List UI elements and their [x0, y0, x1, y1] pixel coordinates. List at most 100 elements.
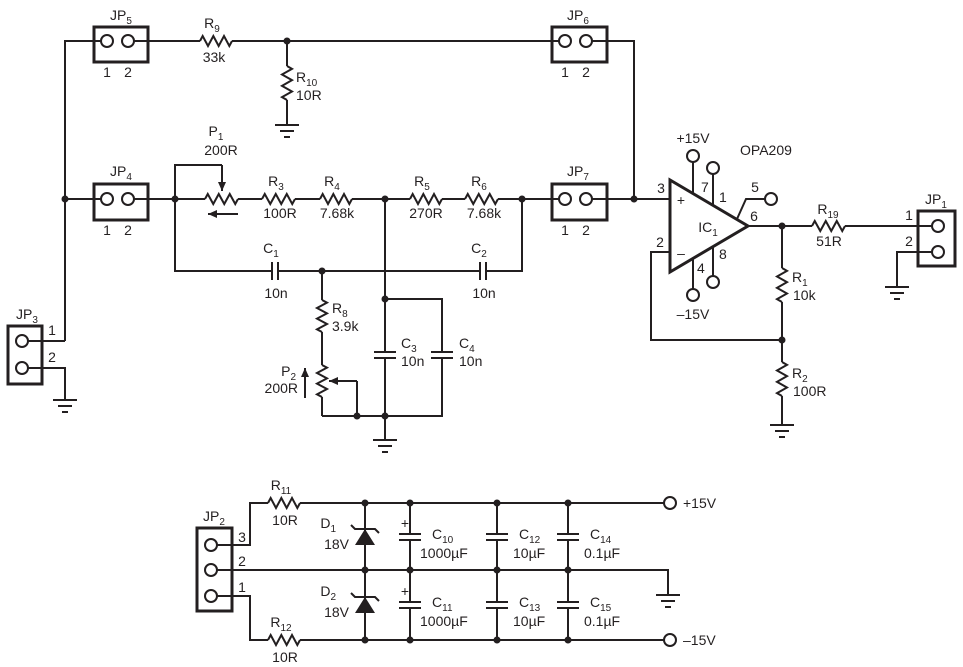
ground-icon [275, 124, 299, 138]
p2-label: P2 [281, 363, 296, 383]
c3-value: 10n [401, 353, 424, 369]
r4-label-letter: R [324, 173, 334, 189]
d2-label: D2 [320, 583, 336, 603]
jp3-label-subscript: 3 [32, 315, 38, 326]
c11-plus-sign: + [401, 583, 409, 599]
ground-icon [885, 286, 909, 300]
wire [650, 251, 782, 341]
r19-value: 51R [816, 233, 842, 249]
r11-label-letter: R [271, 477, 281, 493]
wire [896, 251, 932, 287]
jp7-pin2-label: 2 [582, 222, 590, 238]
jp5-label-subscript: 5 [126, 16, 132, 27]
r6-value: 7.68k [467, 205, 502, 221]
wire [486, 199, 523, 272]
c11-label-letter: C [432, 594, 442, 610]
supply-minus-terminal [686, 288, 700, 302]
c1-label: C1 [263, 240, 279, 260]
arrow-head-icon [301, 368, 309, 377]
zener-d1 [350, 524, 380, 545]
wire [592, 40, 635, 199]
capacitor-c15 [557, 601, 579, 609]
r12-label-letter: R [270, 614, 280, 630]
c13-label-subscript: 13 [529, 603, 541, 614]
jp2-pin2-label: 2 [238, 553, 246, 569]
jp1-label-subscript: 1 [941, 200, 947, 211]
jp1-pin2-label: 2 [905, 233, 913, 249]
c11-label: C11 [432, 594, 453, 614]
jp6-label-letter: JP [567, 7, 583, 23]
p2-label-subscript: 2 [290, 372, 296, 383]
resistor-r10 [279, 65, 295, 101]
r19-label-letter: R [817, 201, 827, 217]
jumper-jp3 [6, 324, 44, 386]
c1-label-subscript: 1 [273, 249, 279, 260]
c3-label-letter: C [401, 335, 411, 351]
c2-value: 10n [472, 285, 495, 301]
c14-value: 0.1µF [584, 545, 620, 561]
pin8-terminal [706, 275, 720, 289]
jumper-jp4 [92, 182, 150, 222]
capacitor-c14 [557, 533, 579, 541]
jp7-label-letter: JP [567, 163, 583, 179]
jp6-label: JP6 [567, 7, 589, 27]
r10-label-letter: R [296, 69, 306, 85]
jp1-pin1-label: 1 [905, 207, 913, 223]
r9-label: R9 [204, 15, 220, 35]
arrow-head-icon [208, 210, 217, 218]
wire [217, 569, 669, 595]
jp2-label-subscript: 2 [219, 517, 225, 528]
jp5-label-letter: JP [110, 7, 126, 23]
junction-dot [381, 412, 389, 420]
jp7-pin2 [579, 192, 593, 206]
jp2-pin1-label: 1 [238, 579, 246, 595]
p1-label-subscript: 1 [218, 132, 224, 143]
r10-value: 10R [296, 87, 322, 103]
opamp-ic1 [668, 177, 751, 275]
c1-label-letter: C [263, 240, 273, 256]
d2-label-letter: D [320, 583, 330, 599]
pin2-label: 2 [656, 234, 664, 250]
c4-value: 10n [459, 353, 482, 369]
jp3-label: JP3 [16, 306, 38, 326]
capacitor-c4 [431, 351, 453, 359]
r19-label: R19 [817, 201, 839, 221]
c13-label: C13 [519, 594, 541, 614]
c10-label-subscript: 10 [442, 535, 454, 546]
r8-label: R8 [332, 300, 348, 320]
ground-icon [770, 424, 794, 438]
resistor-r2 [774, 361, 790, 397]
jp1-pin2 [931, 245, 945, 259]
capacitor-c1 [271, 262, 279, 280]
r9-label-subscript: 9 [214, 24, 220, 35]
c14-label-subscript: 14 [600, 535, 612, 546]
r3-label-letter: R [268, 173, 278, 189]
p2-label-letter: P [281, 363, 290, 379]
arrow-head-icon [218, 182, 226, 191]
jp5-pin1 [100, 34, 114, 48]
c2-label: C2 [471, 240, 487, 260]
r6-label-subscript: 6 [481, 182, 487, 193]
jp6-pin1-label: 1 [561, 64, 569, 80]
junction-dot [778, 336, 786, 344]
c12-label-subscript: 12 [529, 535, 541, 546]
jp4-pin1-label: 1 [103, 222, 111, 238]
jp1-label-letter: JP [925, 191, 941, 207]
resistor-r8 [314, 299, 330, 333]
jp2-label-letter: JP [203, 508, 219, 524]
resistor-r3 [261, 191, 296, 207]
wire [174, 199, 272, 272]
resistor-r11 [267, 495, 301, 511]
r2-label-letter: R [792, 365, 802, 381]
pin8-label: 8 [719, 246, 727, 262]
r5-label-letter: R [414, 173, 424, 189]
pin6-label: 6 [750, 208, 758, 224]
pin7-label: 7 [701, 179, 709, 195]
ground-icon [53, 399, 77, 413]
c12-value: 10µF [513, 545, 545, 561]
jp7-pin1-label: 1 [561, 222, 569, 238]
jp5-pin2 [121, 34, 135, 48]
jp4-pin2 [121, 192, 135, 206]
r1-label-letter: R [792, 269, 802, 285]
r12-label: R12 [270, 614, 292, 634]
